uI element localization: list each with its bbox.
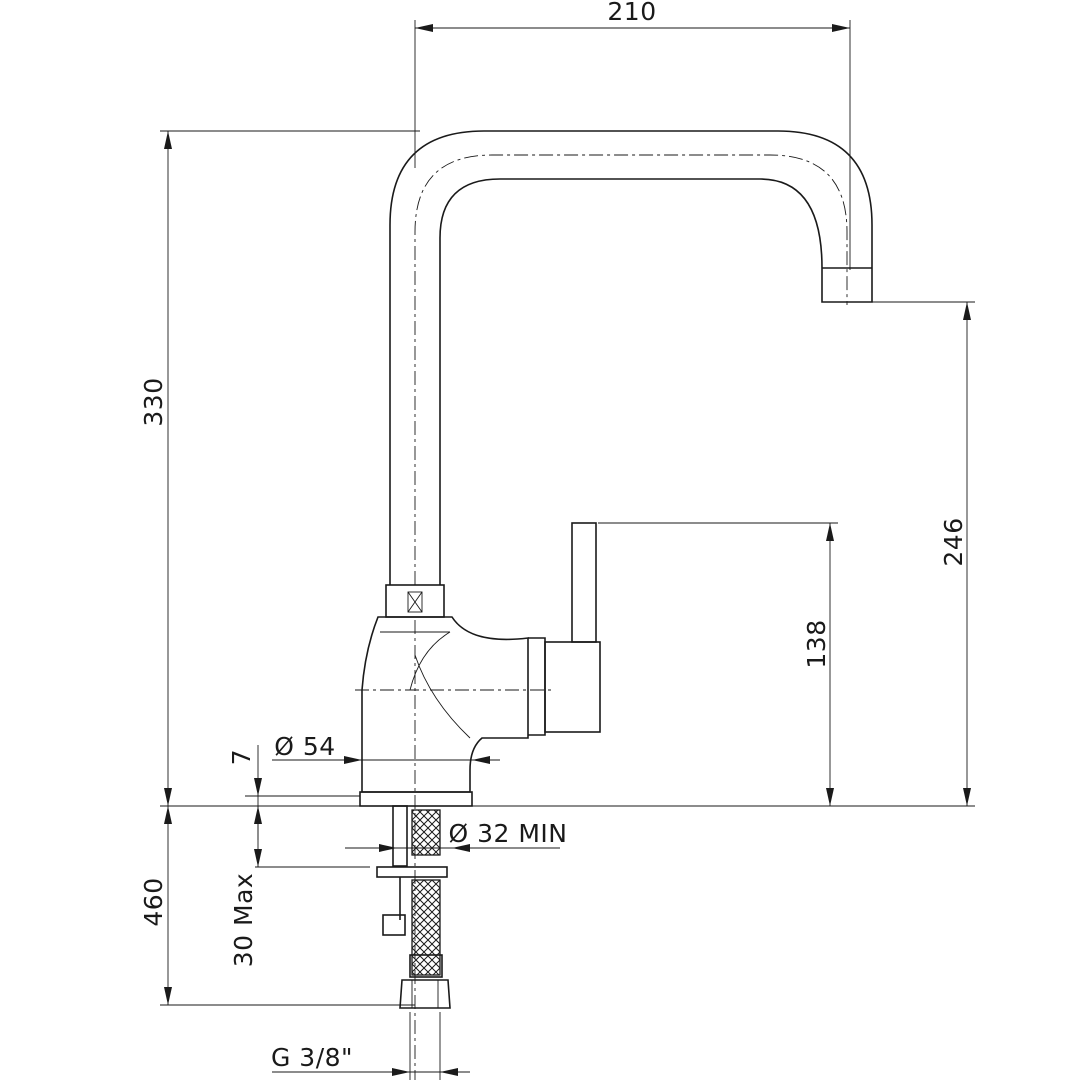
- dimension-lines: [164, 24, 971, 1076]
- dim-210-label: 210: [607, 0, 656, 26]
- dim-460-label: 460: [139, 877, 168, 926]
- dim-diameter-32-label: Ø 32 MIN: [448, 819, 567, 848]
- extension-lines: [160, 20, 975, 1080]
- dim-30-max-label: 30 Max: [229, 873, 258, 967]
- dim-138-label: 138: [802, 619, 831, 668]
- dim-7-label: 7: [227, 749, 256, 765]
- under-counter-hardware: [376, 805, 451, 1009]
- dim-330-label: 330: [139, 377, 168, 426]
- dim-diameter-54-label: Ø 54: [274, 732, 335, 761]
- dim-246-label: 246: [939, 517, 968, 566]
- dim-thread-label: G 3/8": [271, 1043, 353, 1072]
